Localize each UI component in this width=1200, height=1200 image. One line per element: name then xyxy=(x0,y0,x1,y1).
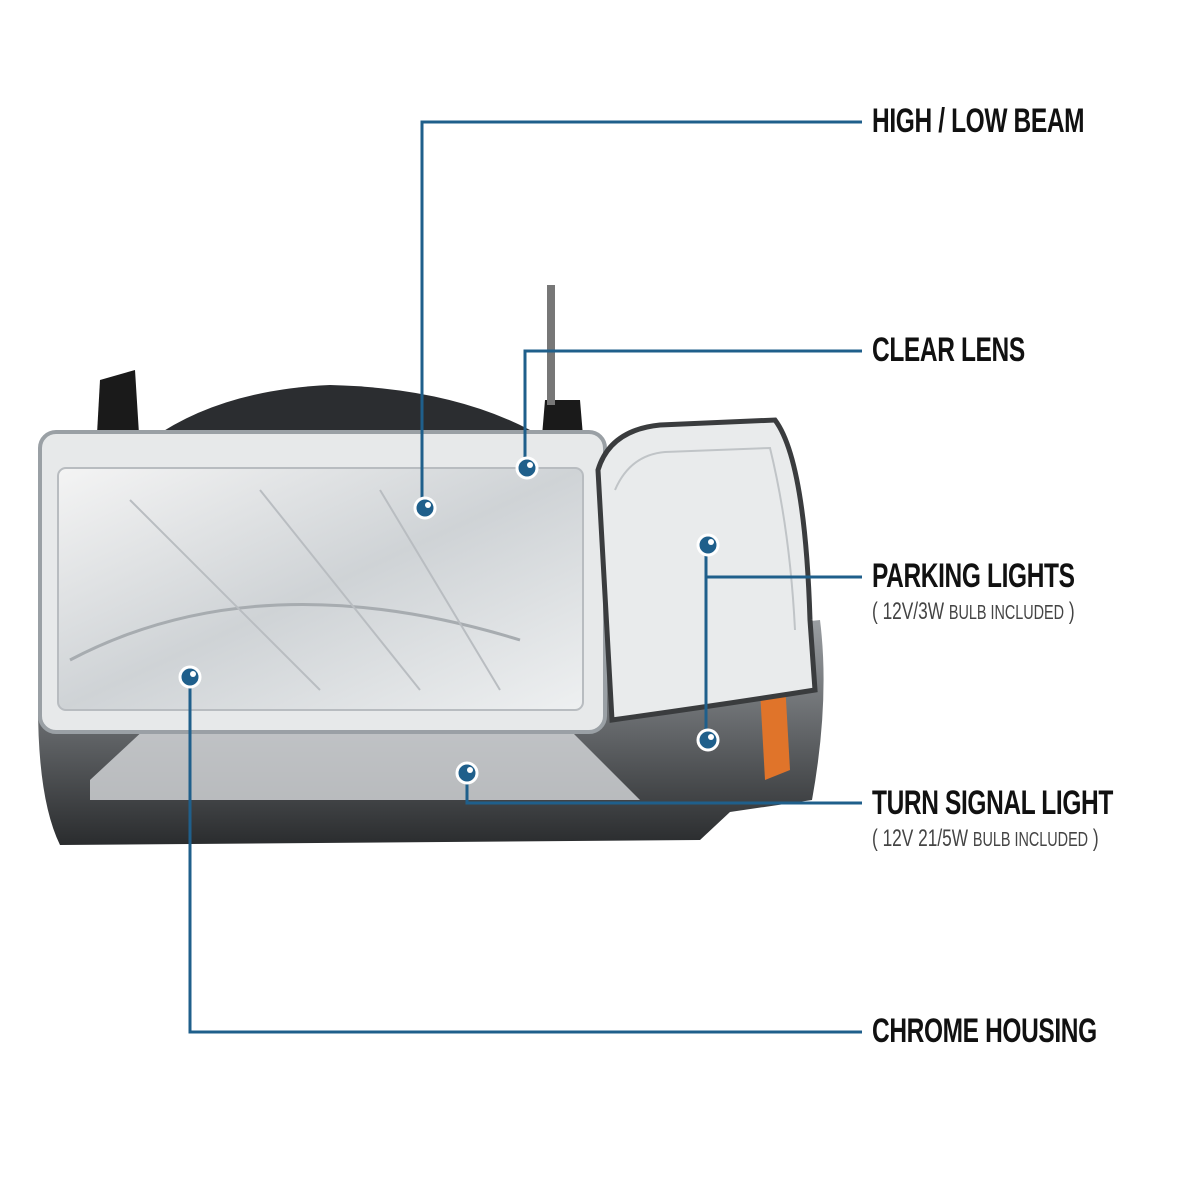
bulb-included-text: BULB INCLUDED xyxy=(948,602,1065,624)
callout-line-chrome-housing xyxy=(188,677,862,1034)
adjuster-rod xyxy=(547,285,555,405)
callout-line-high-low-beam xyxy=(420,120,862,508)
label-high-low-beam: HIGH / LOW BEAM xyxy=(872,102,1085,140)
paren-close: ) xyxy=(1068,598,1075,625)
paren-close: ) xyxy=(1092,825,1099,852)
dot-high-low-beam xyxy=(413,496,437,520)
label-parking-lights: PARKING LIGHTS xyxy=(872,557,1075,595)
dot-parking-lights xyxy=(696,533,720,557)
paren-open: ( xyxy=(872,825,878,852)
label-chrome-housing: CHROME HOUSING xyxy=(872,1012,1097,1050)
dot-clear-lens xyxy=(515,456,539,480)
bulb-spec: 12V 21/5W xyxy=(882,825,969,852)
label-turn-signal-bulb: ( 12V 21/5W BULB INCLUDED ) xyxy=(872,825,1099,853)
label-clear-lens: CLEAR LENS xyxy=(872,331,1025,369)
label-turn-signal-light: TURN SIGNAL LIGHT xyxy=(872,784,1113,822)
dot-chrome-housing xyxy=(178,665,202,689)
callout-lines xyxy=(188,120,862,1034)
amber-reflector xyxy=(760,682,790,780)
callout-line-clear-lens xyxy=(523,349,862,468)
paren-open: ( xyxy=(872,598,878,625)
bulb-spec: 12V/3W xyxy=(882,598,945,625)
dot-parking-lights-lower xyxy=(696,728,720,752)
bulb-included-text: BULB INCLUDED xyxy=(972,829,1089,851)
dot-turn-signal xyxy=(455,761,479,785)
label-parking-lights-bulb: ( 12V/3W BULB INCLUDED ) xyxy=(872,598,1075,626)
